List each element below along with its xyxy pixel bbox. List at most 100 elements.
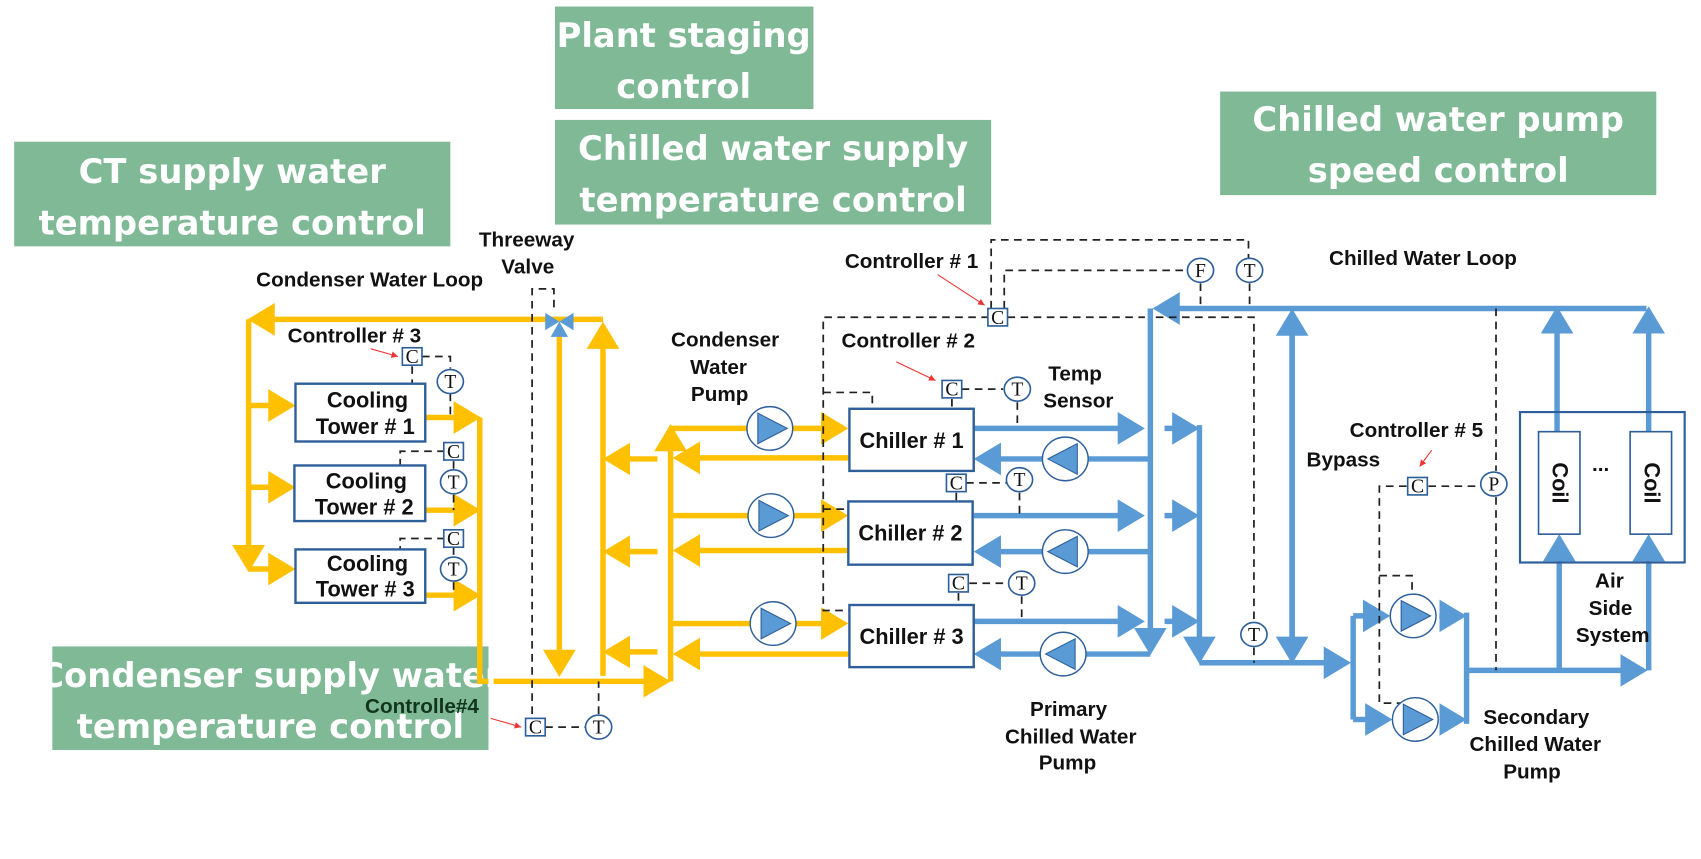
controller-1-label: Controller # 1 — [845, 250, 978, 273]
controller-4-label: Controlle#4 — [365, 695, 479, 718]
instrument-symbol: C — [529, 718, 542, 739]
chiller-label: Chiller # 2 — [858, 521, 962, 546]
cooling-tower-1: Cooling Tower # 1 — [294, 382, 427, 443]
temperature-sensor-icon: T — [1240, 621, 1268, 648]
instrument-symbol: T — [1248, 625, 1260, 646]
pointer-arrows — [370, 274, 1433, 729]
instrument-symbol: C — [952, 574, 965, 595]
control-box-line: temperature control — [579, 180, 966, 219]
control-box-line: Chilled water pump — [1252, 100, 1624, 139]
control-box-line: Plant staging — [557, 16, 811, 55]
air-side-label: Side — [1589, 597, 1633, 620]
controller-icon: C — [941, 379, 963, 401]
pump-icon — [746, 405, 794, 451]
condenser-water-pump-label: Water — [690, 356, 747, 379]
coil-1: Coil — [1537, 430, 1581, 535]
instrument-symbol: C — [447, 442, 460, 463]
secondary-pump-label: Pump — [1503, 760, 1561, 783]
pump-icon — [1391, 696, 1439, 742]
instrument-symbol: T — [593, 718, 605, 739]
temperature-sensor-icon: T — [1003, 376, 1032, 402]
control-box-line: temperature control — [77, 707, 464, 746]
controller-icon: C — [442, 528, 465, 550]
control-box-line: CT supply water — [79, 152, 387, 191]
pump-icon — [1041, 529, 1089, 575]
pump-icon — [747, 493, 795, 539]
controller-icon: C — [947, 573, 970, 595]
control-box-line: Condenser supply water — [39, 656, 502, 695]
pumps — [746, 405, 1439, 742]
coil-label: Coil — [1639, 462, 1664, 503]
instrument-symbol: T — [1016, 574, 1028, 595]
control-signal-lines — [399, 238, 1497, 728]
controller-2-label: Controller # 2 — [842, 330, 975, 353]
air-side-system: Coil Coil ... — [1518, 410, 1686, 564]
instrument-symbol: T — [448, 560, 460, 581]
temperature-sensor-icon: T — [439, 469, 468, 495]
control-box-line: speed control — [1308, 151, 1569, 190]
chiller-2: Chiller # 2 — [847, 500, 974, 566]
cooling-tower-label: Tower # 2 — [315, 495, 414, 520]
secondary-pump-label: Secondary — [1483, 706, 1589, 729]
pump-icon — [1041, 436, 1089, 482]
air-side-label: System — [1576, 624, 1650, 647]
temp-sensor-label: Temp — [1048, 362, 1102, 385]
controller-icon: C — [442, 441, 465, 463]
control-box-condenser-supply: Condenser supply water temperature contr… — [39, 646, 502, 750]
cooling-tower-label: Tower # 1 — [316, 414, 415, 439]
controller-5-label: Controller # 5 — [1350, 419, 1483, 442]
controller-3-label: Controller # 3 — [288, 324, 421, 347]
labels: Threeway Valve Condenser Water Loop Cont… — [256, 228, 1649, 783]
threeway-valve-label: Valve — [501, 256, 554, 279]
control-box-chw-supply: Chilled water supply temperature control — [555, 119, 992, 225]
temperature-sensor-icon: T — [436, 368, 465, 395]
threeway-valve-icon — [545, 312, 574, 337]
primary-pump-label: Pump — [1039, 752, 1097, 775]
instrument-symbol: T — [1244, 261, 1256, 282]
primary-pump-label: Primary — [1030, 698, 1108, 721]
pump-icon — [1039, 631, 1087, 677]
coil-label: Coil — [1548, 462, 1573, 503]
cooling-tower-label: Cooling — [327, 551, 408, 576]
pump-icon — [749, 601, 797, 647]
cooling-tower-3: Cooling Tower # 3 — [294, 548, 427, 605]
temperature-sensor-icon: T — [439, 556, 468, 582]
condenser-pipe-overlay — [477, 646, 489, 685]
temperature-sensor-icon: T — [1235, 257, 1264, 284]
controller-icon: C — [987, 307, 1009, 329]
instrument-symbol: C — [406, 347, 419, 368]
cooling-tower-label: Cooling — [326, 468, 407, 493]
controller-icon: C — [524, 717, 547, 739]
chiller-label: Chiller # 1 — [859, 428, 963, 453]
control-box-plant-staging: Plant staging control — [555, 6, 814, 110]
chilled-water-loop-label: Chilled Water Loop — [1329, 247, 1517, 270]
instrument-symbol: C — [447, 529, 460, 550]
instrument-symbol: T — [444, 372, 456, 393]
cooling-tower-label: Tower # 3 — [316, 576, 415, 601]
primary-pump-label: Chilled Water — [1005, 725, 1137, 748]
air-side-label: Air — [1595, 570, 1624, 593]
chiller-3: Chiller # 3 — [848, 603, 975, 669]
temperature-sensor-icon: T — [584, 714, 613, 740]
pump-icon — [1389, 593, 1437, 639]
chiller-label: Chiller # 3 — [859, 624, 963, 649]
temperature-sensor-icon: T — [1005, 466, 1034, 493]
controller-icon: C — [1406, 476, 1429, 498]
instrument-symbol: T — [448, 472, 460, 493]
controller-icon: C — [401, 346, 423, 368]
controller-icon: C — [945, 473, 967, 494]
temp-sensor-label: Sensor — [1043, 390, 1113, 413]
control-box-line: control — [616, 67, 751, 106]
instrument-symbol: C — [945, 380, 958, 401]
control-box-chw-pump-speed: Chilled water pump speed control — [1220, 91, 1657, 196]
condenser-water-pump-label: Pump — [691, 383, 749, 406]
condenser-water-pump-label: Condenser — [671, 329, 779, 352]
control-box-line: temperature control — [39, 203, 426, 242]
instrument-symbol: T — [1014, 470, 1026, 491]
flow-sensor-icon: F — [1186, 257, 1215, 284]
instrument-symbol: F — [1195, 261, 1206, 282]
control-box-line: Chilled water supply — [578, 129, 968, 168]
condenser-water-loop-label: Condenser Water Loop — [256, 269, 483, 292]
